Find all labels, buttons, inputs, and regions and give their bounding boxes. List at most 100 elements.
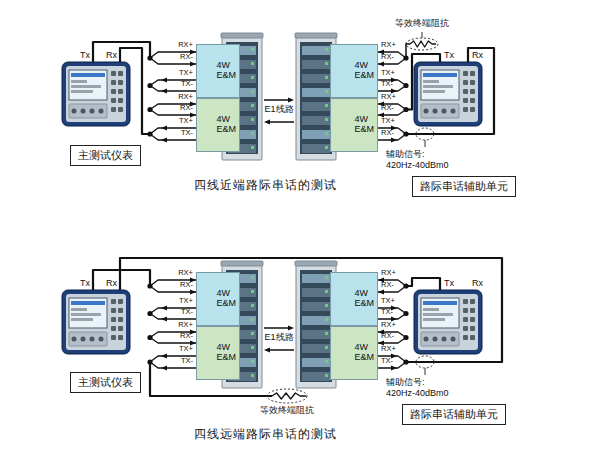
status-led bbox=[325, 90, 328, 93]
rack-unit bbox=[302, 46, 330, 55]
wire-label: TX+ bbox=[381, 297, 395, 305]
instrument-key bbox=[118, 335, 123, 340]
wire-label: RX- bbox=[180, 104, 193, 112]
instrument-key bbox=[111, 299, 116, 304]
cabinet-cap bbox=[295, 261, 337, 266]
instrument-knob bbox=[424, 337, 429, 342]
instrument-knob bbox=[72, 337, 77, 342]
instrument-knob bbox=[90, 337, 95, 342]
aux-unit-box: 路际串话辅助单元 bbox=[402, 404, 506, 425]
port-label: Tx bbox=[444, 51, 454, 60]
wire-label: RX+ bbox=[381, 321, 396, 329]
rack-unit bbox=[302, 288, 330, 297]
junction-dot bbox=[403, 335, 408, 340]
instrument-key bbox=[463, 98, 468, 103]
module-name: 4W E&M bbox=[355, 289, 375, 309]
junction-dot bbox=[403, 83, 408, 88]
e1-line bbox=[266, 121, 294, 123]
line-label: E1线路 bbox=[264, 333, 293, 342]
module-name: 4W E&M bbox=[355, 61, 375, 81]
module-name: 4W E&M bbox=[217, 61, 237, 81]
em-module: 4W E&M bbox=[196, 326, 240, 380]
status-led bbox=[251, 118, 254, 121]
cabinet-cap bbox=[295, 33, 337, 38]
instrument-key bbox=[470, 98, 475, 103]
module-name: 4W E&M bbox=[217, 289, 237, 309]
screen-line bbox=[423, 80, 439, 83]
callout-label: 等效终端阻抗 bbox=[260, 406, 314, 415]
screen-line bbox=[423, 318, 445, 321]
instrument-knobs bbox=[421, 332, 459, 346]
instrument-knob bbox=[72, 109, 77, 114]
figure-caption: 四线近端路际串话的测试 bbox=[194, 179, 337, 192]
test-instrument bbox=[62, 62, 130, 126]
wire-label: TX- bbox=[181, 357, 193, 365]
screen-line bbox=[423, 85, 453, 88]
instrument-knob bbox=[99, 109, 104, 114]
instrument-key bbox=[470, 335, 475, 340]
instrument-key bbox=[463, 308, 468, 313]
status-led bbox=[251, 332, 254, 335]
instrument-body bbox=[414, 62, 482, 126]
screen-line bbox=[71, 308, 87, 311]
rack-unit bbox=[302, 88, 330, 97]
port-label: Tx bbox=[444, 279, 454, 288]
status-led bbox=[251, 374, 254, 377]
instrument-key bbox=[470, 326, 475, 331]
em-module: 4W E&M bbox=[196, 272, 240, 326]
wire-label: RX+ bbox=[381, 269, 396, 277]
junction-dot bbox=[147, 107, 152, 112]
status-led bbox=[325, 118, 328, 121]
status-led bbox=[251, 146, 254, 149]
wire-label: TX+ bbox=[179, 117, 193, 125]
wire-label: RX- bbox=[180, 281, 193, 289]
instrument-body bbox=[414, 290, 482, 354]
cabinet-rack bbox=[300, 42, 332, 154]
leader-line bbox=[425, 140, 426, 147]
module-name: 4W E&M bbox=[355, 115, 375, 135]
junction-dot bbox=[403, 359, 408, 364]
screen-line bbox=[71, 313, 101, 316]
status-led bbox=[325, 132, 328, 135]
instrument-knob bbox=[99, 337, 104, 342]
arrow-head bbox=[161, 89, 167, 94]
e1-line bbox=[266, 349, 294, 351]
status-led bbox=[251, 346, 254, 349]
instrument-knobs bbox=[421, 104, 459, 118]
instrument-key bbox=[463, 335, 468, 340]
instrument-panel bbox=[418, 294, 478, 350]
wire-label: RX+ bbox=[178, 93, 193, 101]
instrument-label-box: 主测试仪表 bbox=[70, 372, 141, 393]
instrument-panel bbox=[66, 66, 126, 122]
status-led bbox=[251, 360, 254, 363]
instrument-key bbox=[463, 80, 468, 85]
junction-dot bbox=[147, 335, 152, 340]
status-led bbox=[251, 90, 254, 93]
rack-unit bbox=[302, 102, 330, 111]
screen-line bbox=[71, 85, 101, 88]
instrument-key bbox=[463, 107, 468, 112]
status-led bbox=[325, 76, 328, 79]
screen-line bbox=[71, 90, 93, 93]
instrument-key bbox=[118, 326, 123, 331]
instrument-key bbox=[111, 326, 116, 331]
rack-unit bbox=[302, 358, 330, 367]
arrow-head bbox=[161, 126, 167, 131]
resistor-symbol bbox=[272, 393, 300, 399]
instrument-key bbox=[111, 308, 116, 313]
em-module: 4W E&M bbox=[196, 44, 240, 98]
junction-dot bbox=[147, 83, 152, 88]
box-text: 主测试仪表 bbox=[78, 148, 133, 163]
module-name: 4W E&M bbox=[217, 343, 237, 363]
rack-unit bbox=[302, 144, 330, 153]
signal-note: 辅助信号: bbox=[386, 378, 425, 387]
status-led bbox=[251, 48, 254, 51]
wire-label: RX+ bbox=[178, 269, 193, 277]
resistor-symbol bbox=[410, 41, 432, 47]
wire-label: TX+ bbox=[179, 69, 193, 77]
status-led bbox=[325, 48, 328, 51]
wire-label: TX- bbox=[181, 80, 193, 88]
wire-label: TX- bbox=[381, 357, 393, 365]
signal-note: 420Hz-40dBm0 bbox=[386, 389, 449, 398]
instrument-knob bbox=[433, 109, 438, 114]
